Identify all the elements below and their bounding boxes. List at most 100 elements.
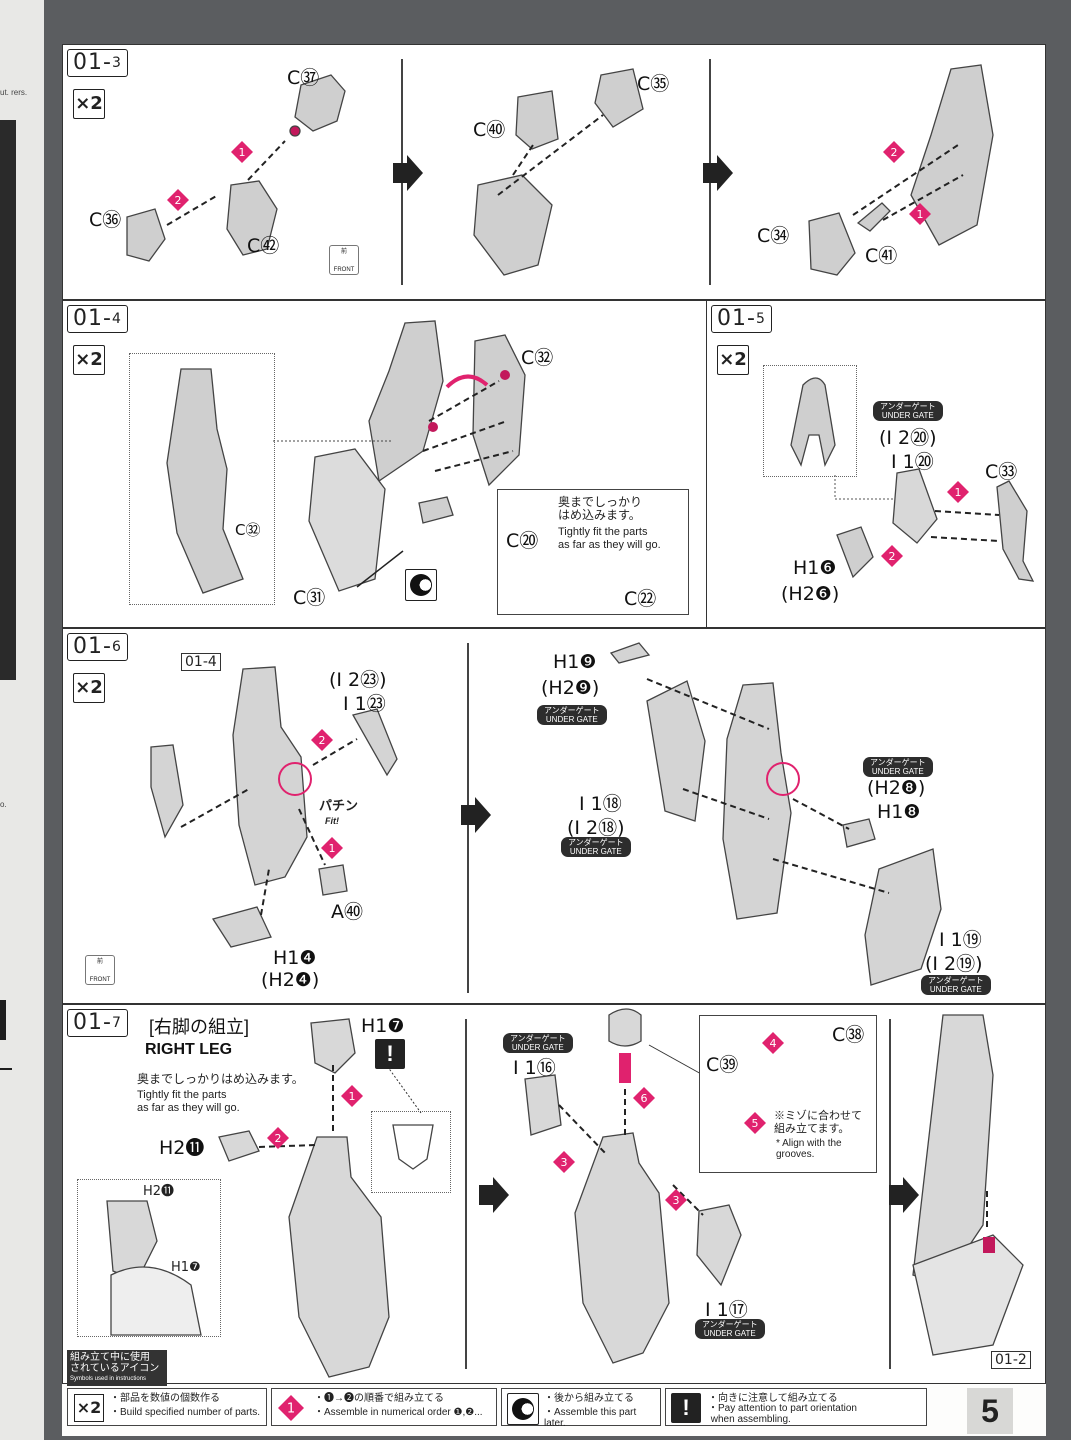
part-label: I 1⑱ <box>579 793 622 815</box>
legend-item-later: ・後から組み立てる ・Assemble this part later. <box>501 1388 661 1429</box>
part-label: C㊱ <box>89 209 122 231</box>
orientation-warning-icon: ! <box>375 1039 405 1069</box>
svg-text:1: 1 <box>239 146 246 159</box>
order-5-icon: 5 <box>744 1112 766 1134</box>
legend-item-orientation: ! ・向きに注意して組み立てる ・Pay attention to part o… <box>665 1388 927 1426</box>
next-arrow-icon <box>889 1177 919 1213</box>
part-label: C㉞ <box>757 225 790 247</box>
svg-text:1: 1 <box>349 1090 356 1103</box>
svg-text:4: 4 <box>770 1037 777 1050</box>
step-01-3-panel: 01-3 ×2 <box>62 44 1046 300</box>
order-2-icon: 2 <box>267 1127 289 1149</box>
part-label: H1❽ <box>877 801 921 823</box>
snap-sound-label: パチン <box>319 798 359 813</box>
part-label: C㉝ <box>985 461 1018 483</box>
section-title-jp: [右脚の組立] <box>149 1017 250 1037</box>
order-2-icon: 2 <box>883 141 905 163</box>
step-01-3-illustration <box>126 64 994 276</box>
order-3-icon: 3 <box>665 1189 687 1211</box>
part-label: I 1⑰ <box>705 1299 748 1321</box>
part-label: H1❼ <box>361 1015 405 1037</box>
reference-inset <box>77 1179 221 1337</box>
step-number: 01-6 <box>67 633 128 661</box>
part-label-small: H1❼ <box>171 1260 201 1275</box>
reference-inset <box>763 365 857 477</box>
step-01-5-illustration <box>790 377 1035 582</box>
order-4-icon: 4 <box>762 1032 784 1054</box>
svg-text:2: 2 <box>891 146 898 159</box>
part-label: C⑳ <box>506 530 539 552</box>
part-label: (I 2⑲) <box>925 953 983 975</box>
section-title-en: RIGHT LEG <box>145 1041 233 1058</box>
part-label: C㉜ <box>235 521 261 539</box>
order-1-icon: 1 <box>947 481 969 503</box>
part-label: H2⓫ <box>159 1137 205 1159</box>
step-number: 01-4 <box>67 305 128 333</box>
part-label: C㊶ <box>865 245 898 267</box>
reference-step-label: 01-4 <box>181 653 221 671</box>
next-arrow-icon <box>461 797 491 833</box>
part-label: (I 2⑱) <box>567 817 625 839</box>
orientation-inset <box>371 1111 451 1193</box>
svg-text:2: 2 <box>175 194 182 207</box>
part-label-small: H2⓫ <box>143 1184 175 1199</box>
orientation-warning-icon: ! <box>671 1393 701 1423</box>
part-label: C㉟ <box>637 73 670 95</box>
order-2-icon: 2 <box>311 729 333 751</box>
part-label: (I 2㉓) <box>329 669 387 691</box>
step-01-4-illustration <box>166 320 626 596</box>
reference-inset <box>129 353 275 605</box>
order-1-icon: 1 <box>909 203 931 225</box>
svg-text:1: 1 <box>917 208 924 221</box>
strip-text-top: ut. rers. <box>0 88 28 97</box>
fit-label: Fit! <box>325 816 339 826</box>
multiplier-badge: ×2 <box>73 345 105 375</box>
next-arrow-icon <box>703 155 733 191</box>
svg-text:1: 1 <box>329 842 336 855</box>
part-label: (H2❹) <box>261 969 320 991</box>
svg-text:6: 6 <box>641 1092 648 1105</box>
part-label: I 1⑯ <box>513 1057 556 1079</box>
multiplier-icon: ×2 <box>74 1394 104 1422</box>
part-label: C㊵ <box>473 119 506 141</box>
svg-text:5: 5 <box>752 1117 759 1130</box>
svg-text:1: 1 <box>955 486 962 499</box>
step-number: 01-5 <box>711 305 772 333</box>
assemble-later-icon <box>405 569 437 601</box>
multiplier-badge: ×2 <box>73 673 105 703</box>
tip-callout: 奥までしっかり はめ込みます。 Tightly fit the parts as… <box>497 489 689 615</box>
next-arrow-icon <box>393 155 423 191</box>
step-number: 01-7 <box>67 1009 128 1037</box>
page-number: 5 <box>967 1388 1013 1434</box>
strip-text-mid: o. <box>0 800 7 809</box>
order-diamond-icon: 1 <box>278 1395 304 1421</box>
order-1-icon: 1 <box>321 837 343 859</box>
multiplier-badge: ×2 <box>73 89 105 119</box>
groove-callout: C㊴ C㊳ 4 5 ※ミゾに合わせて 組み立てます。 * Align with … <box>699 1015 877 1173</box>
order-1-icon: 1 <box>231 141 253 163</box>
multiplier-badge: ×2 <box>717 345 749 375</box>
assemble-later-icon <box>507 1393 539 1425</box>
next-arrow-icon <box>479 1177 509 1213</box>
order-3-icon: 3 <box>553 1151 575 1173</box>
part-label: C㉛ <box>293 587 326 609</box>
part-label: H1❾ <box>553 651 597 673</box>
svg-text:2: 2 <box>319 734 326 747</box>
part-label: C㊳ <box>832 1024 865 1046</box>
step-01-6-panel: 01-6 ×2 01-4 (I 2㉓) I 1㉓ <box>62 628 1046 1004</box>
svg-text:1: 1 <box>287 1402 295 1417</box>
tip-jp: 奥までしっかりはめ込みます。 <box>137 1072 304 1086</box>
part-label: I 1㉓ <box>343 693 386 715</box>
legend-item-order: 1 ・❶→❷の順番で組み立てる ・Assemble in numerical o… <box>271 1388 497 1426</box>
part-label: C㊷ <box>247 235 280 257</box>
part-label: H1❹ <box>273 947 317 969</box>
part-label: A㊵ <box>331 901 363 923</box>
